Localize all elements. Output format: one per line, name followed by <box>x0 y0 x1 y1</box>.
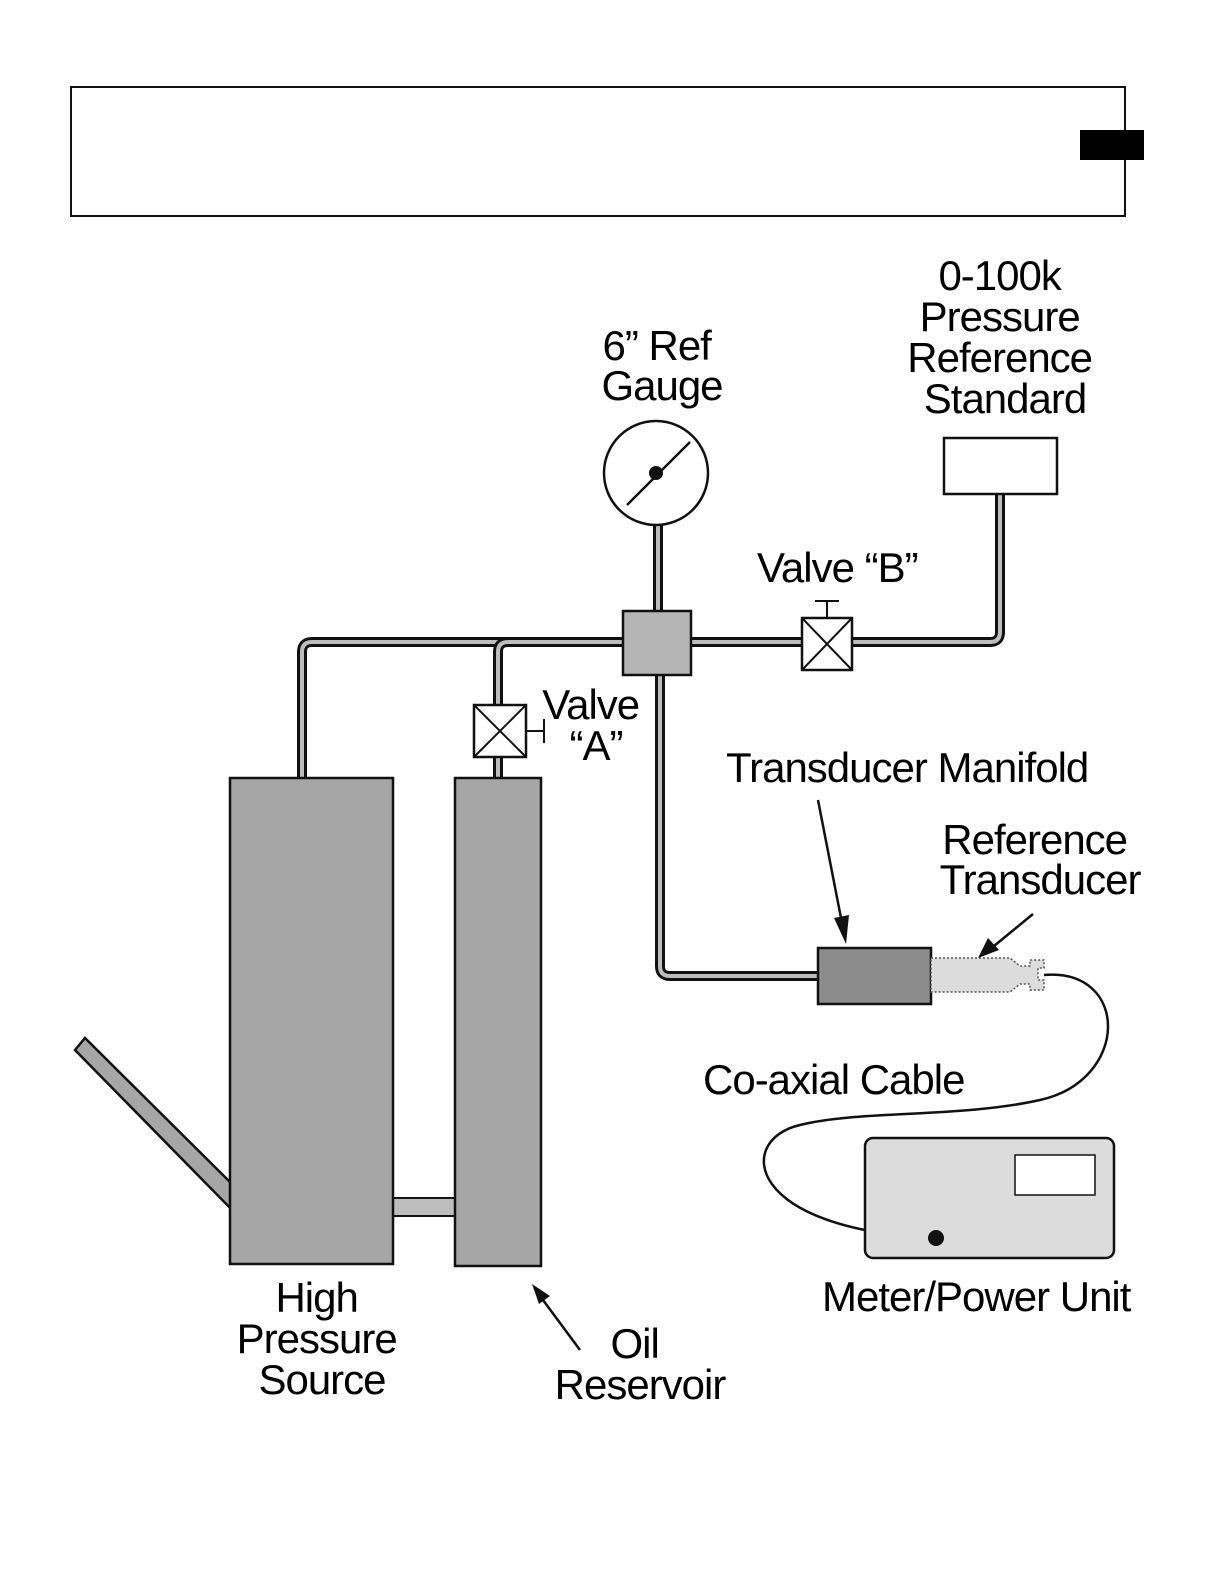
oil-reservoir-label-line-2: Reservoir <box>555 1361 727 1408</box>
high-pressure-source-label-line-2: Pressure <box>237 1315 397 1362</box>
tee-fitting <box>623 611 691 675</box>
reference-standard-label-line-4: Standard <box>924 375 1086 422</box>
high-pressure-source-label: High Pressure Source <box>237 1274 408 1403</box>
valve-a <box>474 705 544 757</box>
header-tab <box>1080 130 1144 160</box>
coaxial-cable-label: Co-axial Cable <box>703 1056 964 1103</box>
meter-power-unit-label: Meter/Power Unit <box>822 1273 1132 1320</box>
valve-b <box>802 601 852 670</box>
transducer-manifold <box>818 948 931 1004</box>
gauge-label-line-2: Gauge <box>601 362 722 409</box>
high-pressure-source-label-line-1: High <box>275 1274 357 1321</box>
transducer-arrow <box>978 914 1033 958</box>
valve-a-label-line-2: “A” <box>570 722 623 769</box>
reference-transducer-label-line-2: Transducer <box>940 856 1142 903</box>
pressure-reference-standard-box <box>944 438 1057 494</box>
ref-gauge <box>604 421 708 525</box>
valve-a-label: Valve “A” <box>542 681 650 769</box>
reference-standard-label: 0-100k Pressure Reference Standard <box>907 252 1102 422</box>
transducer-manifold-label: Transducer Manifold <box>726 744 1088 791</box>
meter-cable-port <box>928 1230 944 1246</box>
valve-b-label: Valve “B” <box>757 544 918 591</box>
valve-a-label-line-1: Valve <box>542 681 639 728</box>
oil-reservoir-tank <box>455 778 541 1266</box>
high-pressure-source-label-line-3: Source <box>258 1356 385 1403</box>
oil-reservoir-arrow <box>532 1284 580 1350</box>
reference-standard-label-line-3: Reference <box>907 334 1092 381</box>
meter-display <box>1015 1155 1095 1195</box>
reference-standard-label-line-2: Pressure <box>920 293 1080 340</box>
reference-standard-label-line-1: 0-100k <box>938 252 1062 299</box>
high-pressure-source-tank <box>230 778 393 1264</box>
manifold-arrow <box>818 800 849 944</box>
gauge-label: 6” Ref Gauge <box>601 322 722 409</box>
oil-reservoir-label: Oil Reservoir <box>555 1320 727 1408</box>
reference-transducer <box>931 958 1044 992</box>
header-frame <box>71 87 1125 216</box>
oil-reservoir-label-line-1: Oil <box>610 1320 658 1367</box>
tank-connector-pipe <box>392 1198 456 1216</box>
pump-handle <box>75 1038 236 1214</box>
reference-transducer-label: Reference Transducer <box>940 816 1142 903</box>
